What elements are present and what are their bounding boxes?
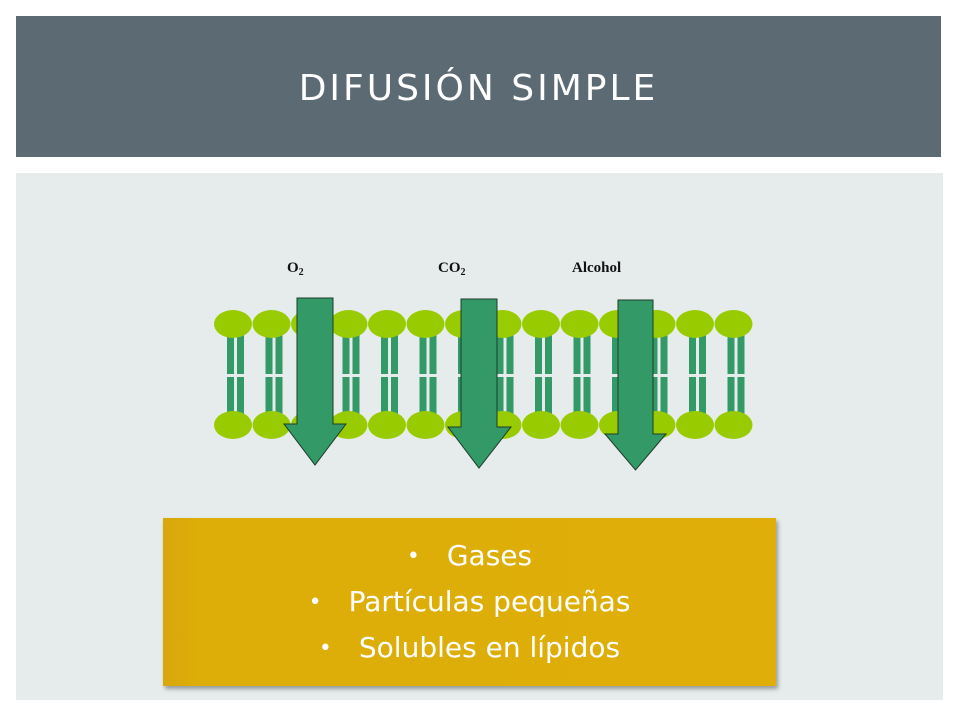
lipid-tail [545,334,552,374]
lipid-tail [496,377,504,417]
molecule-label-co2: CO2 [438,260,466,278]
lipid-tail [429,334,437,374]
lipid-tail [573,377,581,417]
bullet: • [406,544,420,569]
lipid-tail [429,377,437,417]
info-item-small-particles: • Partículas pequeñas [309,579,631,625]
lipid-tail [352,334,360,374]
lipid-tail [650,334,658,374]
arrow-o2 [282,297,348,466]
lipid-tail [237,377,244,417]
lipid-head-top [406,310,445,338]
lipid-tail [737,334,745,374]
lipid-tail [227,334,234,374]
molecule-labels: O2 CO2 Alcohol [287,260,621,278]
info-item-text: Solubles en lípidos [358,631,621,664]
info-list: • Gases • Partículas pequeñas • Solubles en… [309,533,631,671]
lipid-tail [650,377,658,417]
lipid-head-top [368,310,406,338]
lipid-tail [506,334,514,374]
lipid-head-bottom [406,411,445,439]
lipid-head-top [714,310,753,338]
arrow-alcohol [603,299,668,471]
lipid-head-top [329,310,368,338]
bullet: • [318,636,332,661]
lipid-head-bottom [368,411,406,439]
lipid-tail [419,334,427,374]
molecule-label-alcohol: Alcohol [572,260,621,276]
lipid-tail [381,334,388,374]
lipid-head-bottom [560,411,599,439]
lipid-tail [699,334,706,374]
lipid-head-top [214,310,252,338]
title-bar: DIFUSIÓN SIMPLE [16,16,941,157]
lipid-head-bottom [714,411,753,439]
lipid-tail [506,377,514,417]
lipid-tail [727,377,735,417]
info-box: • Gases • Partículas pequeñas • Solubles en… [163,518,776,686]
info-item-text: Gases [446,539,533,572]
lipid-tail [535,377,542,417]
lipid-tail [419,377,427,417]
diffusion-arrows [282,297,668,471]
lipid-tail [612,334,619,374]
lipid-head-top [522,310,560,338]
lipid-tail [391,377,398,417]
bullet: • [308,590,322,615]
lipid-tail [545,377,552,417]
lipid-tail [737,377,745,417]
info-item-gases: • Gases [309,533,631,579]
lipid-tail [689,334,696,374]
lipid-tail [699,377,706,417]
lipid-head-top [676,310,714,338]
lipid-tail [227,377,234,417]
lipid-tail [612,377,619,417]
lipid-head-bottom [252,411,291,439]
lipid-tail [727,334,735,374]
molecule-label-o2: O2 [287,260,304,278]
lipid-tail [237,334,244,374]
info-item-text: Partículas pequeñas [348,585,631,618]
lipid-tail [573,334,581,374]
lipid-tail [391,334,398,374]
lipid-tail [660,334,668,374]
lipid-tail [496,334,504,374]
lipid-tail [660,377,668,417]
lipid-head-bottom [214,411,252,439]
lipid-tail [381,377,388,417]
lipid-tail [535,334,542,374]
lipid-tail [275,377,283,417]
lipid-tail [265,334,273,374]
lipid-head-bottom [676,411,714,439]
lipid-tail [275,334,283,374]
lipid-tail [265,377,273,417]
lipid-tail [342,334,350,374]
lipid-tail [689,377,696,417]
arrow-co2 [446,298,513,469]
lipid-tail [352,377,360,417]
lipid-tail [583,334,591,374]
info-item-lipid-soluble: • Solubles en lípidos [309,625,631,671]
slide-title: DIFUSIÓN SIMPLE [298,68,659,109]
lipid-tail [342,377,350,417]
lipid-head-top [252,310,291,338]
lipid-tail [583,377,591,417]
lipid-head-bottom [522,411,560,439]
lipid-head-top [560,310,599,338]
